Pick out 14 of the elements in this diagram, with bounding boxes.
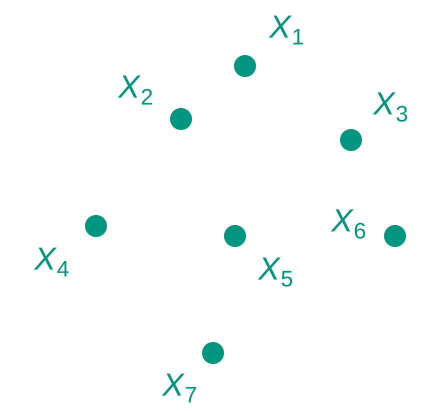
dot	[170, 108, 192, 130]
dot	[224, 224, 246, 247]
point-label: X$_{4}$	[34, 248, 68, 276]
dot	[234, 55, 256, 77]
point-label: X$_{2}$	[118, 75, 152, 105]
point-label: X$_{1}$	[268, 16, 304, 44]
point-label: X$_{7}$	[162, 374, 196, 402]
point-label: X$_{3}$	[372, 92, 408, 122]
point-label: X$_{5}$	[258, 257, 292, 287]
dot	[340, 129, 362, 151]
dot	[384, 224, 406, 247]
dot	[85, 215, 107, 237]
dot	[202, 342, 224, 364]
point-label: X$_{6}$	[330, 209, 366, 239]
